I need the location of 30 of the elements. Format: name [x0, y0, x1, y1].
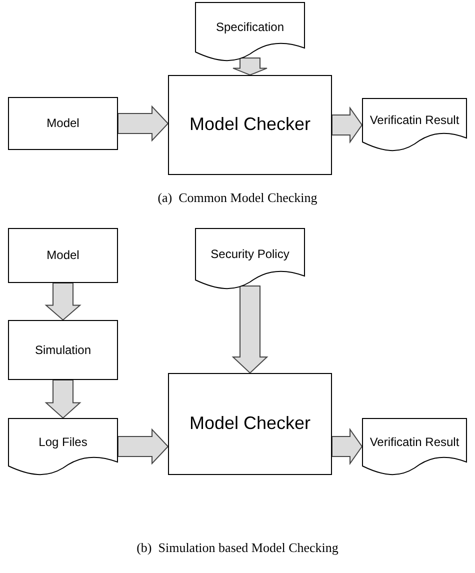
process-box [168, 373, 332, 475]
node-label: Model Checker [188, 413, 312, 435]
block-arrow [232, 286, 268, 374]
node-label: Model [46, 116, 80, 131]
process-box [8, 97, 118, 150]
node-label: Verificatin Result [368, 112, 460, 128]
document-shape [195, 228, 305, 290]
document-shape [195, 2, 305, 62]
process-box [8, 320, 118, 380]
document-shape [8, 418, 118, 476]
node-label: Security Policy [210, 246, 290, 262]
document-shape [362, 98, 467, 152]
node-label: Model Checker [188, 114, 312, 136]
block-arrow [118, 105, 169, 142]
document-shape [362, 418, 467, 476]
block-arrow [232, 58, 268, 76]
node-label: Model [46, 248, 80, 263]
node-label: Log Files [38, 434, 88, 450]
node-label: Verificatin Result [368, 434, 460, 450]
block-arrow [44, 380, 82, 419]
figure-caption: (b) Simulation based Model Checking [136, 540, 340, 556]
node-label: Specification [214, 20, 286, 34]
process-box [8, 228, 118, 283]
block-arrow [332, 428, 363, 466]
node-label: Simulation [34, 342, 92, 358]
process-box [168, 75, 332, 175]
block-arrow [44, 282, 82, 321]
block-arrow [118, 428, 169, 465]
figure-caption: (a) Common Model Checking [156, 190, 318, 206]
block-arrow [332, 106, 363, 144]
